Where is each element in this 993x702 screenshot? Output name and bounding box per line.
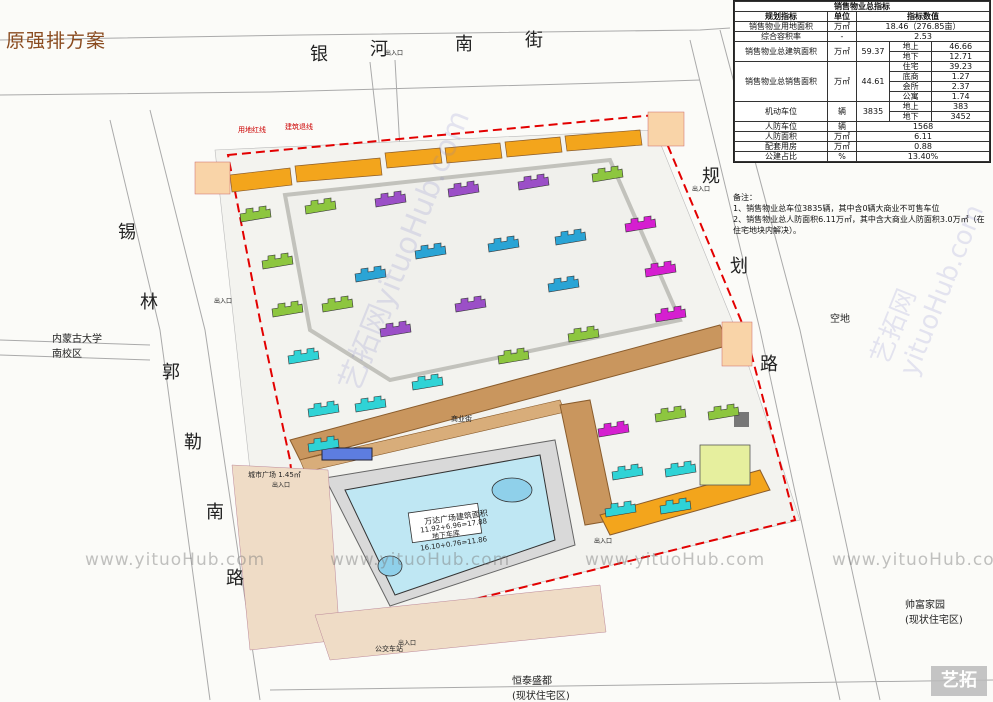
- road-left-3: 郭: [162, 362, 180, 383]
- table-row: 人防车位 辆 1568: [734, 121, 990, 132]
- watermark-4: www.yituoHub.com: [832, 550, 993, 570]
- table-header-value: 指标数值: [856, 11, 990, 22]
- watermark-1: www.yituoHub.com: [85, 550, 266, 570]
- fountain-1: [491, 477, 533, 503]
- table-header-name: 规划指标: [734, 11, 828, 22]
- residential-buildings: [239, 165, 740, 518]
- building-magenta: [597, 420, 630, 438]
- building-cyan: [307, 400, 340, 418]
- road-right-1: 规: [702, 166, 720, 187]
- building-green: [304, 197, 337, 215]
- building-green: [497, 347, 530, 365]
- page-title: 原强排方案: [6, 30, 107, 52]
- building-blue: [354, 265, 387, 283]
- west-neighbor-label: 内蒙古大学 南校区: [52, 334, 102, 360]
- building-cyan: [411, 373, 444, 391]
- plaza-label-box: [407, 502, 483, 544]
- setback-label: 建筑退线: [285, 123, 313, 131]
- watermark-logo: 艺拓: [931, 666, 987, 696]
- building-purple: [447, 180, 480, 198]
- building-green: [567, 325, 600, 343]
- building-green: [321, 295, 354, 313]
- building-green: [271, 300, 304, 318]
- building-green: [707, 403, 740, 421]
- entrance-label-3: 出入口: [214, 298, 233, 305]
- entrance-label-4: 出入口: [272, 482, 291, 489]
- table-row: 机动车位 辆 3835 地上 383: [734, 101, 990, 122]
- indicator-table: 销售物业总指标 规划指标 单位 指标数值 销售物业用地面积 万㎡ 18.46（2…: [733, 0, 991, 163]
- note-1: 1、销售物业总车位3835辆，其中含0辆大商业不可售车位: [733, 204, 940, 213]
- commercial-label: 商业街: [451, 415, 472, 423]
- road-left-4: 勒: [184, 432, 202, 453]
- road-top-2: 河: [370, 39, 388, 60]
- road-top-4: 街: [525, 30, 543, 51]
- table-row: 销售物业总销售面积 万㎡ 44.61 住宅 39.23: [734, 61, 990, 102]
- table-notes: 备注： 1、销售物业总车位3835辆，其中含0辆大商业不可售车位 2、销售物业总…: [733, 192, 991, 236]
- inner-loop-road: [282, 157, 683, 383]
- notes-title: 备注：: [733, 193, 757, 202]
- building-green: [591, 165, 624, 183]
- building-cyan: [664, 460, 697, 478]
- road-left-2: 林: [140, 292, 158, 313]
- gray-block: [734, 412, 749, 427]
- entrance-label-6: 出入口: [398, 640, 417, 647]
- road-top-1: 银: [310, 44, 328, 65]
- south-plaza: [314, 584, 607, 661]
- watermark-2: www.yituoHub.com: [330, 550, 511, 570]
- table-header-unit: 单位: [827, 11, 857, 22]
- building-purple: [454, 295, 487, 313]
- road-top-3: 南: [455, 34, 473, 55]
- building-purple: [374, 190, 407, 208]
- yellow-block: [699, 444, 751, 486]
- building-blue: [547, 275, 580, 293]
- building-cyan: [659, 497, 692, 515]
- table-row: 销售物业用地面积 万㎡ 18.46（276.85亩）: [734, 21, 990, 32]
- redline-label: 用地红线: [238, 126, 266, 134]
- table-row: 配套用房 万㎡ 0.88: [734, 141, 990, 152]
- note-2: 2、销售物业总人防面积6.11万㎡，其中含大商业人防面积3.0万㎡（在住宅地块内…: [733, 215, 985, 235]
- bus-stop-label: 公交车站: [375, 645, 403, 653]
- table-row: 人防面积 万㎡ 6.11: [734, 131, 990, 142]
- building-blue: [487, 235, 520, 253]
- road-left-1: 锡: [118, 222, 136, 243]
- table-row: 公建占比 % 13.40%: [734, 151, 990, 162]
- building-cyan: [354, 395, 387, 413]
- hatched-zones: [194, 111, 753, 367]
- orange-buildings: [229, 129, 643, 193]
- building-magenta: [644, 260, 677, 278]
- entrance-label-2: 出入口: [692, 186, 711, 193]
- east-square-label: 城市广场 1.45㎡: [248, 471, 301, 479]
- red-line-boundary: [226, 113, 797, 642]
- building-green: [654, 405, 687, 423]
- fountain-2: [377, 555, 403, 577]
- table-caption: 销售物业总指标: [734, 1, 990, 12]
- building-magenta: [624, 215, 657, 233]
- building-cyan: [611, 463, 644, 481]
- building-cyan: [604, 500, 637, 518]
- building-purple: [379, 320, 412, 338]
- east-neighbor-label: 空地: [830, 314, 850, 325]
- building-cyan: [307, 435, 340, 453]
- building-green: [261, 252, 294, 270]
- building-green: [239, 205, 272, 223]
- entrance-label-5: 出入口: [594, 538, 613, 545]
- road-left-5: 南: [206, 502, 224, 523]
- building-purple: [517, 173, 550, 191]
- blue-block: [321, 447, 373, 461]
- building-magenta: [654, 305, 687, 323]
- building-cyan: [287, 347, 320, 365]
- southeast-neighbor-label: 帅富家园 (现状住宅区): [905, 600, 963, 626]
- building-blue: [554, 228, 587, 246]
- watermark-3: www.yituoHub.com: [585, 550, 766, 570]
- building-blue: [414, 242, 447, 260]
- road-right-2: 划: [730, 256, 748, 277]
- entrance-label-1: 出入口: [385, 50, 404, 57]
- table-row: 销售物业总建筑面积 万㎡ 59.37 地上 46.66: [734, 41, 990, 62]
- south-neighbor-label: 恒泰盛都 (现状住宅区): [512, 676, 570, 702]
- table-row: 综合容积率 - 2.53: [734, 31, 990, 42]
- road-left-6: 路: [226, 568, 244, 589]
- road-right-3: 路: [760, 354, 778, 375]
